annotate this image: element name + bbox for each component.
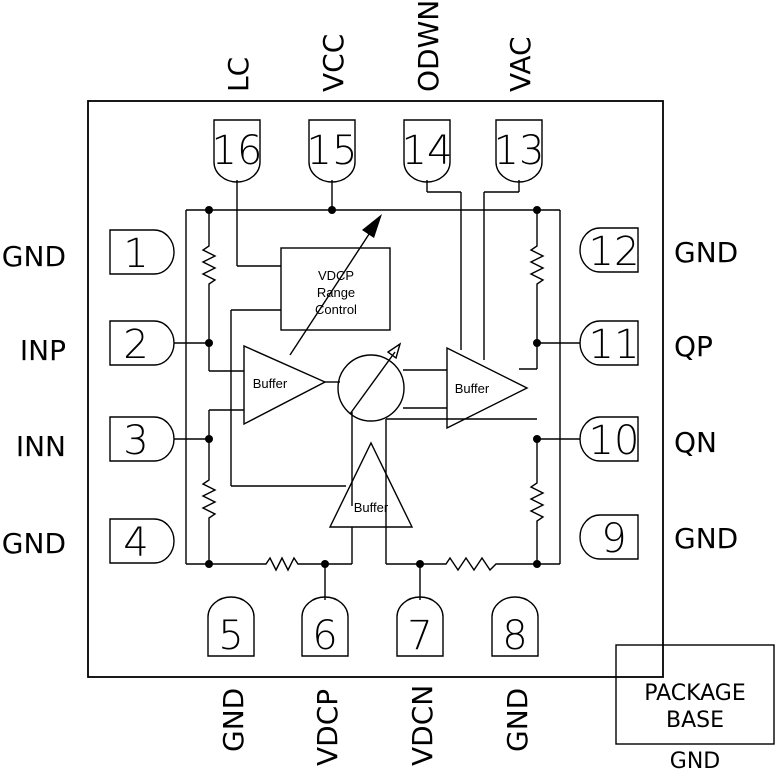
- svg-text:QP: QP: [674, 330, 713, 363]
- svg-text:15: 15: [307, 128, 358, 174]
- svg-text:VDCP: VDCP: [311, 689, 344, 766]
- pin-6: 6 VDCP: [301, 596, 349, 766]
- svg-text:INP: INP: [20, 334, 66, 367]
- package-base-gnd: GND: [670, 749, 720, 772]
- chip-package-outline: [87, 100, 664, 678]
- buffer-input: Buffer: [243, 344, 327, 426]
- pin-11: 11 QP: [579, 320, 713, 368]
- buffer-output: Buffer: [446, 346, 529, 430]
- svg-text:INN: INN: [16, 430, 66, 463]
- resistor-bottom-left: [260, 556, 300, 572]
- svg-text:Buffer: Buffer: [253, 376, 288, 391]
- svg-text:7: 7: [407, 613, 432, 659]
- resistor-left-top: [201, 238, 217, 292]
- package-base-box: [615, 644, 775, 745]
- svg-text:GND: GND: [674, 236, 738, 269]
- svg-text:8: 8: [502, 613, 527, 659]
- svg-text:Control: Control: [315, 302, 357, 317]
- pin-15: 15 VCC: [307, 34, 358, 183]
- pin-4: 4 GND: [2, 518, 175, 566]
- svg-text:16: 16: [212, 128, 263, 174]
- vdcp-range-control-block: VDCP Range Control: [280, 247, 391, 331]
- svg-text:14: 14: [402, 128, 453, 174]
- resistor-right-top: [529, 238, 545, 292]
- pin-9: 9 GND: [579, 514, 738, 562]
- svg-text:12: 12: [589, 229, 640, 275]
- svg-text:GND: GND: [217, 688, 250, 752]
- phase-shifter: [337, 342, 405, 422]
- pin-14: 14 ODWN: [402, 0, 453, 183]
- svg-text:2: 2: [123, 322, 148, 368]
- resistor-right-bottom: [529, 475, 545, 533]
- resistors: [201, 238, 545, 572]
- svg-text:ODWN: ODWN: [412, 0, 445, 92]
- svg-text:4: 4: [123, 520, 148, 566]
- svg-text:Buffer: Buffer: [455, 381, 490, 396]
- svg-text:GND: GND: [501, 688, 534, 752]
- svg-text:11: 11: [589, 322, 640, 368]
- package-base-line2: BASE: [666, 708, 724, 733]
- internal-wiring: [174, 180, 580, 600]
- svg-text:GND: GND: [2, 240, 66, 273]
- pin-10: 10 QN: [579, 416, 717, 464]
- pin-7: 7 VDCN: [396, 596, 444, 766]
- svg-text:Buffer: Buffer: [354, 500, 389, 515]
- pin-5: 5 GND: [207, 596, 255, 752]
- resistor-left-bottom: [201, 472, 217, 530]
- svg-text:VCC: VCC: [317, 34, 350, 92]
- svg-text:GND: GND: [2, 527, 66, 560]
- svg-text:LC: LC: [222, 57, 255, 92]
- svg-text:3: 3: [123, 418, 148, 464]
- svg-text:VDCN: VDCN: [406, 685, 439, 766]
- resistor-bottom-right: [440, 556, 500, 572]
- junction-dots: [205, 206, 541, 568]
- svg-text:1: 1: [123, 231, 148, 277]
- svg-text:13: 13: [494, 128, 545, 174]
- pin-13: 13 VAC: [494, 36, 545, 183]
- svg-text:VDCP: VDCP: [318, 268, 354, 283]
- svg-text:Range: Range: [317, 285, 355, 300]
- svg-text:VAC: VAC: [504, 36, 537, 92]
- svg-text:QN: QN: [674, 426, 717, 459]
- svg-text:6: 6: [312, 613, 337, 659]
- pin-12: 12 GND: [579, 227, 738, 275]
- svg-text:9: 9: [601, 516, 626, 562]
- pin-3: 3 INN: [16, 416, 175, 464]
- pin-1: 1 GND: [2, 229, 175, 277]
- pin-8: 8 GND: [491, 596, 539, 752]
- pin-2: 2 INP: [20, 320, 175, 368]
- variable-gain-arrow: [289, 214, 382, 356]
- svg-text:10: 10: [589, 418, 640, 464]
- pin-16: 16 LC: [212, 57, 263, 183]
- buffer-bottom: Buffer: [328, 441, 414, 528]
- svg-text:GND: GND: [674, 522, 738, 555]
- svg-text:5: 5: [218, 613, 243, 659]
- package-base-line1: PACKAGE: [644, 681, 746, 706]
